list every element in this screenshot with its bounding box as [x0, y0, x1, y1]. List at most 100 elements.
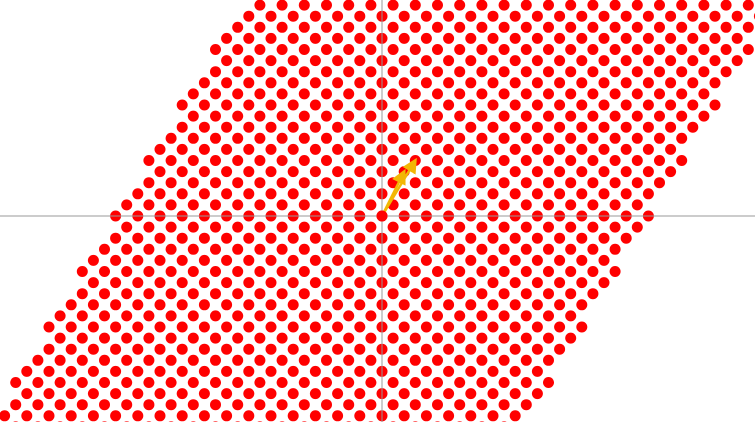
lattice-point: [332, 299, 344, 311]
lattice-point: [476, 0, 488, 11]
lattice-point: [198, 343, 210, 355]
lattice-point: [354, 32, 366, 44]
lattice-point: [531, 77, 543, 89]
lattice-point: [498, 288, 510, 300]
lattice-point: [465, 277, 477, 289]
lattice-point: [221, 32, 233, 44]
lattice-point: [742, 44, 754, 55]
lattice-point: [365, 177, 377, 189]
lattice-point: [520, 288, 532, 300]
lattice-point: [243, 365, 255, 377]
lattice-point: [187, 377, 199, 388]
lattice-point: [221, 410, 233, 422]
lattice-point: [321, 199, 332, 211]
lattice-point: [487, 254, 499, 266]
lattice-point: [221, 166, 233, 178]
lattice-point: [631, 0, 643, 11]
lattice-point: [598, 10, 610, 22]
lattice-point: [110, 388, 122, 400]
lattice-point: [531, 99, 543, 111]
lattice-point: [565, 332, 577, 344]
lattice-point: [565, 243, 577, 255]
lattice-point: [465, 410, 477, 422]
lattice-point: [354, 343, 366, 355]
lattice-point: [87, 277, 99, 289]
lattice-point: [298, 221, 310, 233]
lattice-point: [576, 32, 588, 44]
lattice-point: [398, 388, 410, 400]
lattice-point: [187, 354, 199, 366]
lattice-point: [432, 310, 443, 322]
lattice-point: [332, 32, 344, 44]
lattice-point: [698, 66, 710, 78]
lattice-point: [365, 354, 377, 366]
lattice-point: [609, 44, 621, 55]
lattice-point: [365, 243, 377, 255]
lattice-point: [443, 77, 455, 89]
lattice-point: [287, 388, 299, 400]
lattice-point: [221, 254, 233, 266]
lattice-point: [365, 110, 377, 122]
lattice-point: [665, 32, 677, 44]
lattice-point: [487, 32, 499, 44]
lattice-point: [254, 266, 266, 277]
lattice-point: [642, 121, 654, 133]
lattice-point: [210, 288, 221, 300]
lattice-point: [509, 55, 521, 67]
lattice-point: [565, 199, 577, 211]
lattice-point: [443, 343, 455, 355]
lattice-point: [498, 0, 510, 11]
lattice-point: [676, 66, 688, 78]
lattice-point: [210, 44, 221, 55]
lattice-point: [265, 143, 277, 155]
lattice-point: [676, 155, 688, 166]
lattice-point: [265, 232, 277, 244]
lattice-point: [154, 277, 166, 289]
lattice-point: [631, 21, 643, 33]
lattice-point: [543, 199, 554, 211]
lattice-point: [387, 243, 399, 255]
lattice-point: [309, 32, 321, 44]
lattice-point: [176, 254, 188, 266]
lattice-point: [309, 388, 321, 400]
lattice-point: [487, 299, 499, 311]
lattice-point: [343, 399, 355, 411]
lattice-point: [565, 0, 577, 11]
lattice-point: [454, 377, 466, 388]
lattice-point: [432, 177, 443, 189]
lattice-point: [398, 55, 410, 67]
lattice-point: [143, 243, 155, 255]
lattice-point: [43, 343, 55, 355]
lattice-point: [565, 21, 577, 33]
lattice-point: [432, 266, 443, 277]
lattice-point: [454, 399, 466, 411]
lattice-point: [354, 77, 366, 89]
lattice-point: [476, 88, 488, 100]
lattice-point: [10, 399, 22, 411]
lattice-point: [254, 243, 266, 255]
lattice-point: [232, 243, 244, 255]
lattice-point: [620, 232, 632, 244]
lattice-point: [187, 243, 199, 255]
lattice-point: [476, 66, 488, 78]
lattice-point: [432, 221, 443, 233]
lattice-point: [520, 0, 532, 11]
lattice-point: [132, 321, 144, 333]
lattice-point: [254, 399, 266, 411]
lattice-point: [420, 277, 432, 289]
lattice-point: [243, 77, 255, 89]
lattice-point: [642, 32, 654, 44]
lattice-point: [232, 155, 244, 166]
lattice-point: [642, 10, 654, 22]
lattice-point: [498, 310, 510, 322]
lattice-point: [609, 155, 621, 166]
lattice-point: [309, 365, 321, 377]
lattice-point: [254, 288, 266, 300]
lattice-point: [232, 354, 244, 366]
lattice-point: [476, 332, 488, 344]
lattice-point: [520, 177, 532, 189]
lattice-point: [254, 377, 266, 388]
lattice-point: [298, 110, 310, 122]
lattice-point: [332, 410, 344, 422]
lattice-point: [354, 55, 366, 67]
